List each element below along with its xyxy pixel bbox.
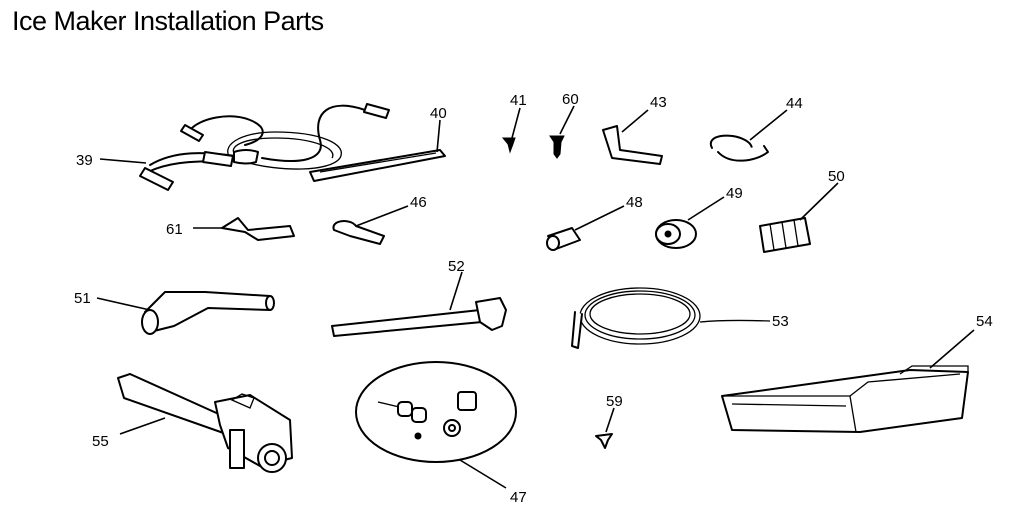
callout-41: 41	[510, 92, 527, 109]
callout-60: 60	[562, 91, 579, 108]
callout-52: 52	[448, 258, 465, 275]
part-50-block	[759, 217, 811, 253]
callout-54: 54	[976, 313, 993, 330]
callout-53: 53	[772, 313, 789, 330]
callout-44: 44	[786, 95, 803, 112]
callout-61: 61	[166, 221, 183, 238]
part-61-clip	[221, 217, 295, 241]
callout-49: 49	[726, 185, 743, 202]
part-54-tray	[721, 365, 969, 433]
part-52-tube	[331, 297, 507, 337]
part-46-clip	[332, 220, 385, 245]
callout-59: 59	[606, 393, 623, 410]
callout-55: 55	[92, 433, 109, 450]
part-44-clamp	[709, 134, 769, 162]
part-59-screw	[595, 433, 613, 449]
part-53-coil	[571, 287, 771, 349]
callout-51: 51	[74, 290, 91, 307]
callout-39: 39	[76, 152, 93, 169]
callout-50: 50	[828, 168, 845, 185]
part-47-kit	[355, 361, 517, 463]
part-60-screw	[549, 135, 565, 159]
callout-43: 43	[650, 94, 667, 111]
part-39-wire-harness	[139, 103, 390, 191]
callout-40: 40	[430, 105, 447, 122]
callout-46: 46	[410, 194, 427, 211]
callout-47: 47	[510, 489, 527, 506]
part-51-tube	[141, 291, 275, 335]
part-55-valve	[117, 373, 293, 473]
part-43-bracket	[602, 125, 663, 165]
part-41-screw	[501, 137, 516, 154]
part-40-bar	[309, 149, 446, 182]
part-48-spacer	[546, 227, 581, 251]
part-49-grommet	[655, 219, 697, 249]
callout-48: 48	[626, 194, 643, 211]
page-title: Ice Maker Installation Parts	[12, 6, 324, 36]
